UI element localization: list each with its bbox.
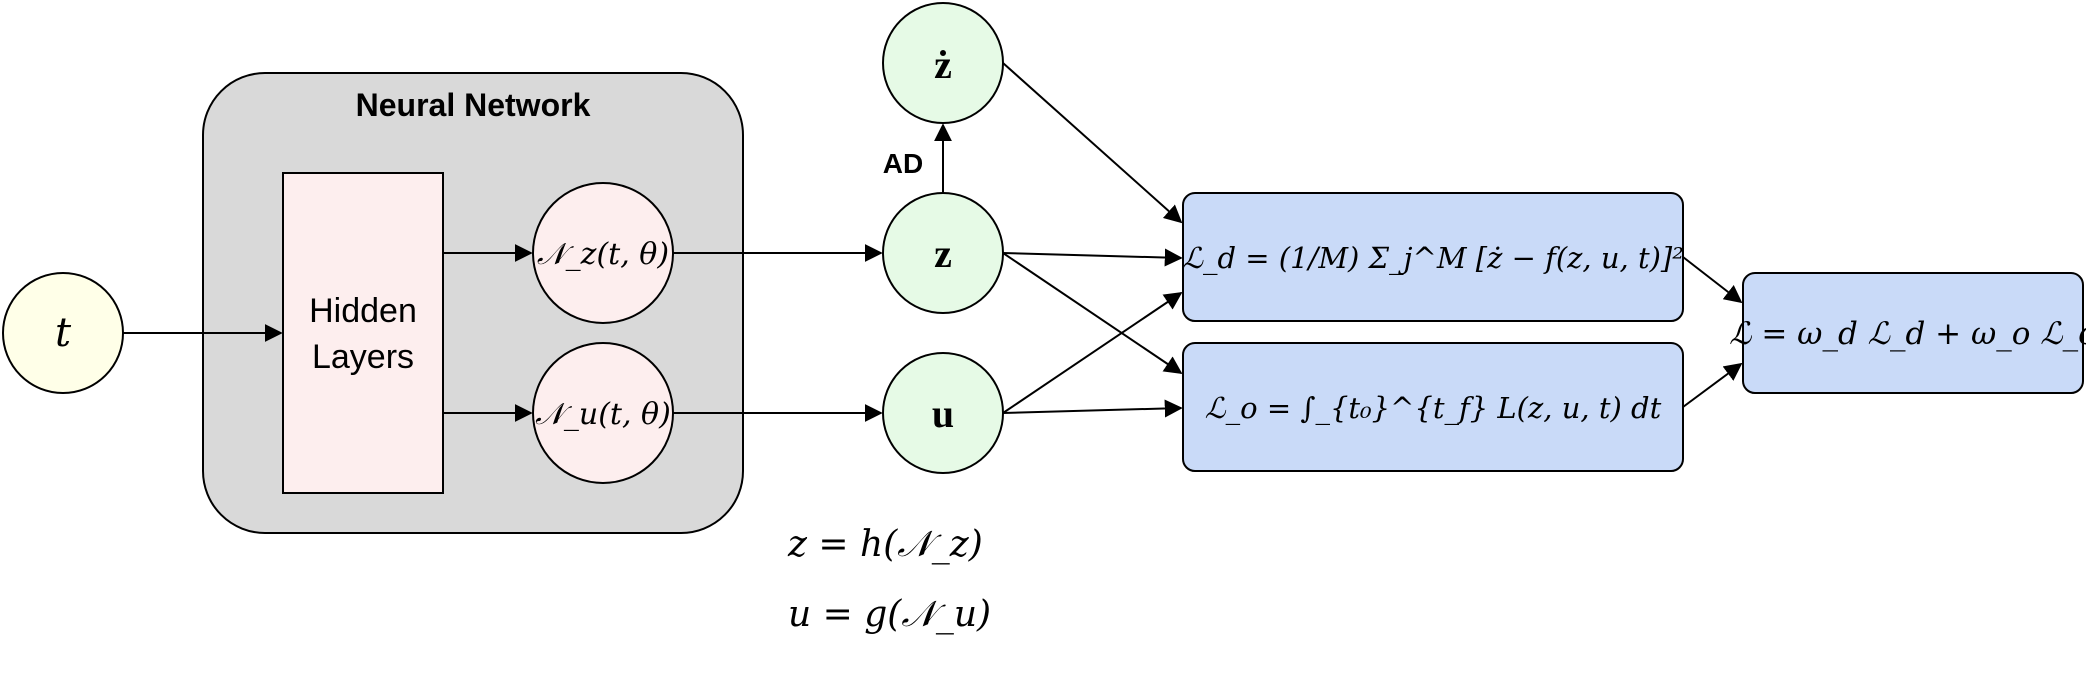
z-node-label: z — [934, 231, 952, 276]
u-node-label: u — [932, 391, 954, 436]
edge-zdot-to-ld — [1002, 62, 1183, 224]
lo-loss-formula: ℒ_o = ∫_{t₀}^{t_f} L(z, u, t) dt — [1205, 391, 1662, 426]
ld-loss-formula: ℒ_d = (1/M) Σ_j^M [ż − f(z, u, t)]² — [1182, 241, 1684, 276]
edge-z-to-lo — [1002, 252, 1183, 375]
ad-label: AD — [883, 148, 923, 179]
edge-ld-to-total — [1682, 256, 1743, 304]
edge-u-to-lo — [1002, 399, 1183, 418]
hidden-layers-label-line2: Layers — [312, 338, 414, 376]
neural-network-title: Neural Network — [356, 87, 591, 123]
edge-u-to-ld — [1002, 291, 1183, 414]
u-definition: u = g(𝒩_u) — [788, 594, 991, 635]
hidden-layers-label-line1: Hidden — [309, 292, 417, 330]
z-definition: z = h(𝒩_z) — [787, 524, 983, 565]
edge-lo-to-total — [1682, 362, 1743, 408]
hidden-layers-box — [282, 172, 444, 494]
nz-node-label: 𝒩_z(t, θ) — [537, 237, 669, 272]
total-loss-formula: ℒ = ω_d ℒ_d + ω_o ℒ_o — [1729, 316, 2086, 352]
zdot-node-label: ż — [934, 42, 952, 87]
nu-node-label: 𝒩_u(t, θ) — [535, 397, 671, 432]
edge-z-to-ld — [1002, 248, 1183, 267]
t-node-label: t — [55, 310, 72, 356]
total-loss-box — [1742, 272, 2084, 394]
